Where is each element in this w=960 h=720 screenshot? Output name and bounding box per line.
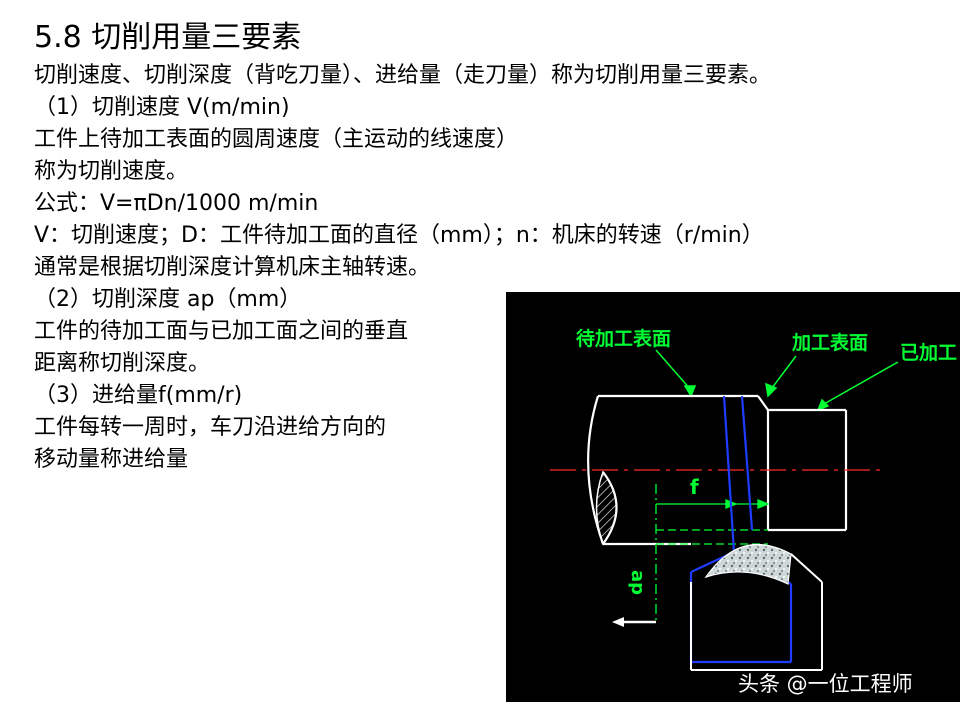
text-line: 工件的待加工面与已加工面之间的垂直 <box>34 319 409 344</box>
label-depth-ap: ap <box>627 570 648 595</box>
text-line-formula: 公式：V=πDn/1000 m/min <box>34 191 319 216</box>
text-line: 距离称切削深度。 <box>34 351 211 376</box>
label-feed-f: f <box>690 475 699 499</box>
text-line: 称为切削速度。 <box>34 159 189 184</box>
text-line: 通常是根据切削深度计算机床主轴转速。 <box>34 255 431 280</box>
hatched-section <box>595 470 618 546</box>
tool-holder <box>690 553 823 671</box>
label-machining-surface: 加工表面 <box>791 331 868 354</box>
text-line-cutting-depth-heading: （2）切削深度 ap（mm） <box>34 287 302 312</box>
text-line: 工件上待加工表面的圆周速度（主运动的线速度） <box>34 127 519 152</box>
feed-arrow <box>612 617 656 627</box>
text-line: 工件每转一周时，车刀沿进给方向的 <box>34 415 387 440</box>
text-line-feed-heading: （3）进给量f(mm/r) <box>34 383 243 408</box>
text-line: 移动量称进给量 <box>34 447 189 472</box>
watermark: 头条 @一位工程师 <box>738 672 913 696</box>
turning-diagram: 待加工表面 加工表面 已加工 <box>506 292 960 702</box>
page-title: 5.8 切削用量三要素 <box>34 20 302 55</box>
chip-area <box>704 543 792 585</box>
label-unmachined-surface: 待加工表面 <box>576 327 671 350</box>
leader-lines <box>655 349 899 412</box>
text-line-intro: 切削速度、切削深度（背吃刀量）、进给量（走刀量）称为切削用量三要素。 <box>34 63 772 88</box>
label-machined-surface: 已加工 <box>900 342 957 364</box>
text-line-definitions: V：切削速度；D：工件待加工面的直径（mm）；n：机床的转速（r/min） <box>34 223 764 248</box>
text-line-cutting-speed-heading: （1）切削速度 V(m/min) <box>34 95 290 120</box>
